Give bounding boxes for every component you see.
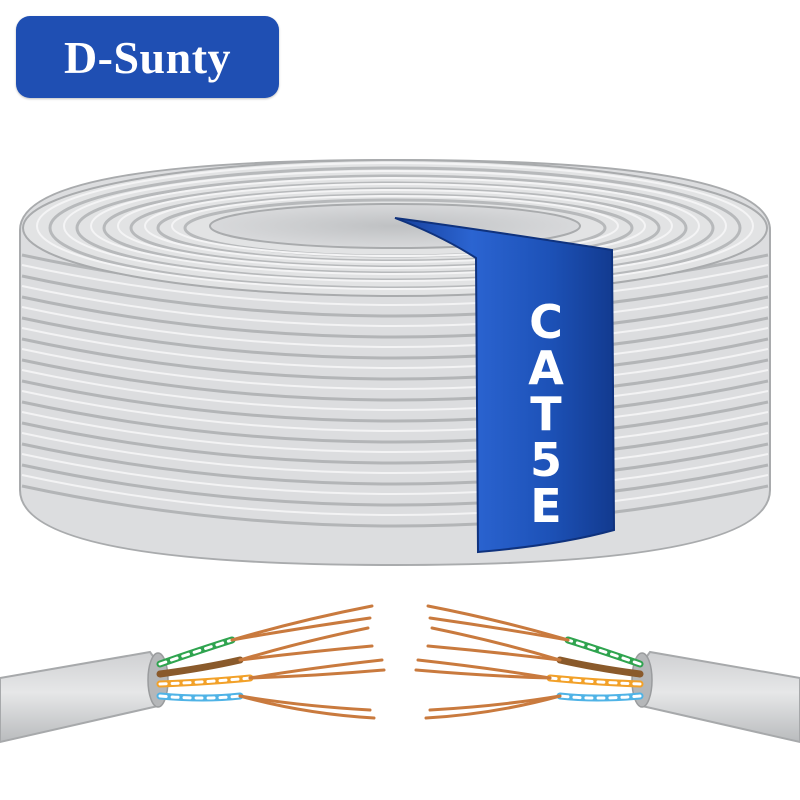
- band-letter-1: C: [529, 295, 563, 349]
- band-letter-4: 5: [530, 433, 562, 487]
- cable-end-left-icon: [0, 604, 386, 744]
- band-letter-2: A: [528, 341, 564, 395]
- cat5e-band: C A T 5 E: [394, 217, 616, 554]
- cable-coil-icon: [19, 158, 771, 567]
- band-letter-3: T: [530, 387, 562, 441]
- band-letter-5: E: [530, 479, 561, 533]
- brand-logo: D-Sunty: [16, 16, 279, 98]
- cable-end-right-icon: [414, 604, 800, 744]
- brand-name: D-Sunty: [63, 31, 232, 83]
